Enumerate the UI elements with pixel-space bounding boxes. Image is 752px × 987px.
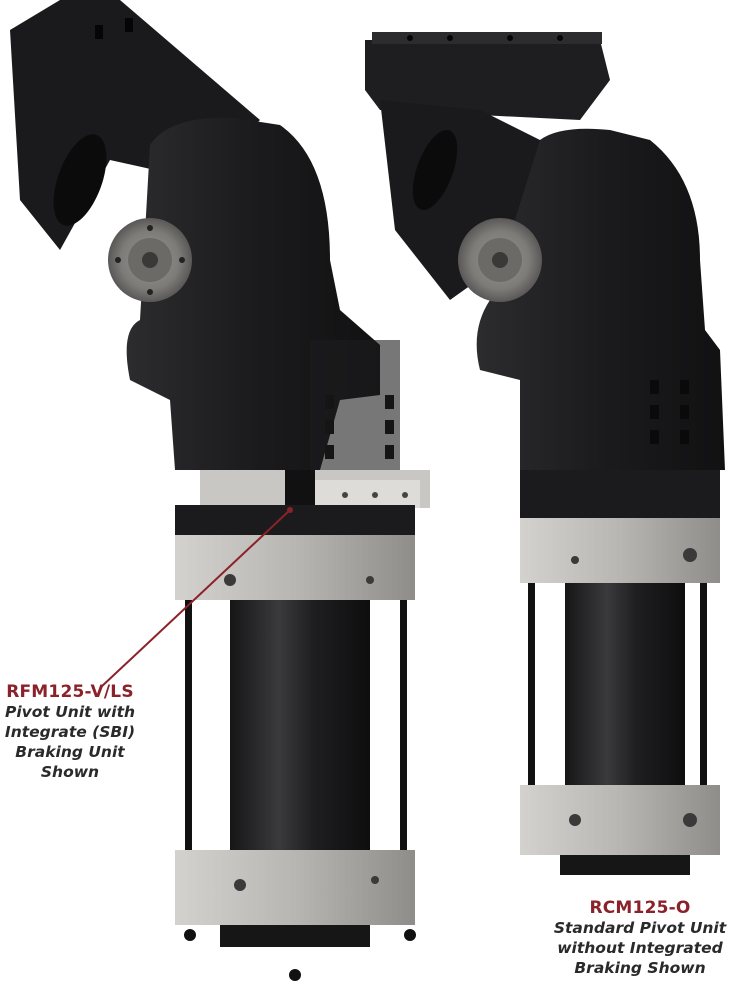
callout-rcm125: RCM125-O Standard Pivot Unit without Int… [520, 898, 752, 978]
left-top-collar [175, 535, 415, 600]
right-head [476, 128, 725, 470]
callout-rfm125-line-3: Braking Unit [15, 743, 125, 761]
callout-rcm125-model: RCM125-O [589, 898, 691, 918]
left-pivot-unit [10, 0, 430, 981]
callout-rfm125-model: RFM125-V/LS [6, 682, 134, 702]
left-bottom-collar [175, 850, 415, 925]
right-cylinder [565, 583, 685, 793]
callout-rcm125-line-3: Braking Shown [574, 959, 706, 977]
callout-rfm125-line-4: Shown [40, 763, 100, 781]
right-pivot-unit [365, 32, 725, 875]
right-top-fixture [365, 40, 610, 120]
callout-rfm125-line-2: Integrate (SBI) [4, 723, 136, 741]
callout-rfm125: RFM125-V/LS Pivot Unit with Integrate (S… [0, 682, 170, 782]
left-cylinder [230, 600, 370, 860]
callout-rcm125-line-1: Standard Pivot Unit [553, 919, 727, 937]
callout-leader-line [99, 509, 291, 689]
callout-rfm125-line-1: Pivot Unit with [4, 703, 136, 721]
callout-rcm125-line-2: without Integrated [557, 939, 723, 957]
